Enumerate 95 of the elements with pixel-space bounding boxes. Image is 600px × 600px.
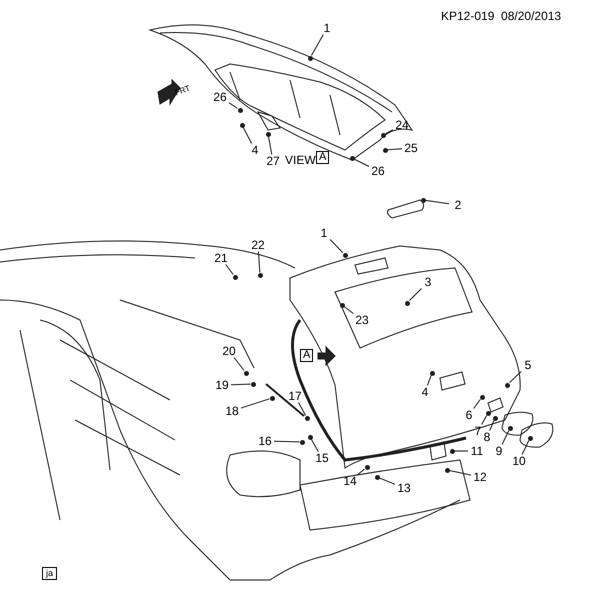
callout-number: 8 (478, 430, 496, 444)
leader-line (344, 306, 354, 314)
part-point (238, 108, 242, 112)
leader-line (509, 371, 522, 384)
leader-line (409, 288, 422, 301)
callout-number: 19 (213, 378, 231, 392)
leader-line (225, 264, 234, 275)
callout-number: 6 (460, 408, 478, 422)
callout-number: 26 (211, 90, 229, 104)
callout-number: 22 (249, 238, 267, 252)
leader-line (502, 430, 510, 445)
leader-line (234, 357, 245, 371)
leader-line (473, 399, 481, 409)
callout-number: 24 (393, 118, 411, 132)
part-point (420, 198, 426, 202)
leader-line (522, 440, 530, 455)
leader-line (426, 375, 432, 386)
leader-line (310, 34, 324, 56)
part-point (258, 272, 262, 278)
callout-number: 18 (223, 404, 241, 418)
callout-number: 17 (286, 390, 304, 402)
leader-line (489, 420, 494, 431)
leader-line (481, 415, 488, 425)
callout-number: 1 (318, 22, 336, 34)
callout-number: 27 (264, 154, 282, 168)
view-label: VIEW (285, 152, 316, 169)
callout-number: 25 (402, 142, 420, 154)
leader-line (357, 468, 365, 475)
leader-line (330, 239, 344, 253)
callout-number: 20 (220, 344, 238, 358)
leader-line (228, 102, 238, 109)
leader-line (454, 450, 468, 452)
callout-number: 3 (419, 276, 437, 288)
leader-line (425, 200, 450, 204)
part-point (340, 302, 344, 308)
callout-number: 16 (256, 434, 274, 448)
leader-line (274, 440, 300, 442)
part-point (244, 370, 248, 376)
part-point (342, 252, 348, 258)
leader-line (242, 127, 252, 144)
callout-number: 14 (341, 474, 359, 488)
part-point (266, 132, 270, 136)
part-point (444, 468, 450, 472)
drawing-number: KP12-019 08/20/2013 (441, 8, 562, 25)
callout-number: 26 (369, 164, 387, 178)
part-point (492, 416, 498, 420)
part-point (486, 410, 490, 416)
leader-line (230, 384, 251, 386)
leader-line (268, 136, 272, 155)
callout-number: 10 (510, 454, 528, 468)
callout-number: 2 (449, 198, 467, 212)
part-point (382, 148, 388, 152)
leader-line (258, 251, 260, 273)
leader-line (379, 478, 396, 485)
leader-line (298, 402, 306, 416)
language-code: ja (42, 567, 58, 580)
callout-number: 11 (468, 444, 486, 458)
callout-number: 12 (471, 470, 489, 484)
part-point (300, 440, 304, 444)
part-point (430, 370, 434, 376)
part-point (270, 396, 274, 400)
direction-label: FRT (173, 82, 192, 100)
callout-number: 13 (395, 482, 413, 494)
callout-number: 23 (353, 314, 371, 326)
callout-number: 4 (416, 386, 434, 398)
callout-number: 15 (313, 452, 331, 464)
leader-line (354, 158, 370, 167)
callout-number: 5 (519, 358, 537, 372)
part-point (308, 56, 312, 60)
view-letter: A (300, 349, 314, 362)
leader-line (385, 129, 394, 134)
part-point (350, 156, 354, 160)
callout-number: 9 (490, 444, 508, 458)
part-point (528, 436, 532, 440)
part-point (240, 122, 244, 128)
view-letter: A (316, 151, 330, 164)
part-point (508, 426, 512, 430)
part-point (404, 300, 410, 306)
callout-number: 1 (315, 226, 333, 240)
part-point (308, 434, 312, 440)
callout-number: 4 (246, 144, 264, 156)
part-point (380, 132, 386, 138)
part-point (480, 394, 484, 400)
part-point (250, 382, 256, 386)
part-point (304, 416, 310, 420)
part-point (374, 474, 380, 480)
leader-line (449, 470, 472, 476)
leader-line (387, 148, 402, 150)
leader-line (240, 398, 270, 409)
part-point (364, 464, 370, 470)
part-point (504, 382, 510, 388)
part-point (450, 448, 454, 454)
callout-number: 21 (212, 252, 230, 264)
leader-line (310, 439, 319, 452)
part-point (232, 274, 238, 280)
